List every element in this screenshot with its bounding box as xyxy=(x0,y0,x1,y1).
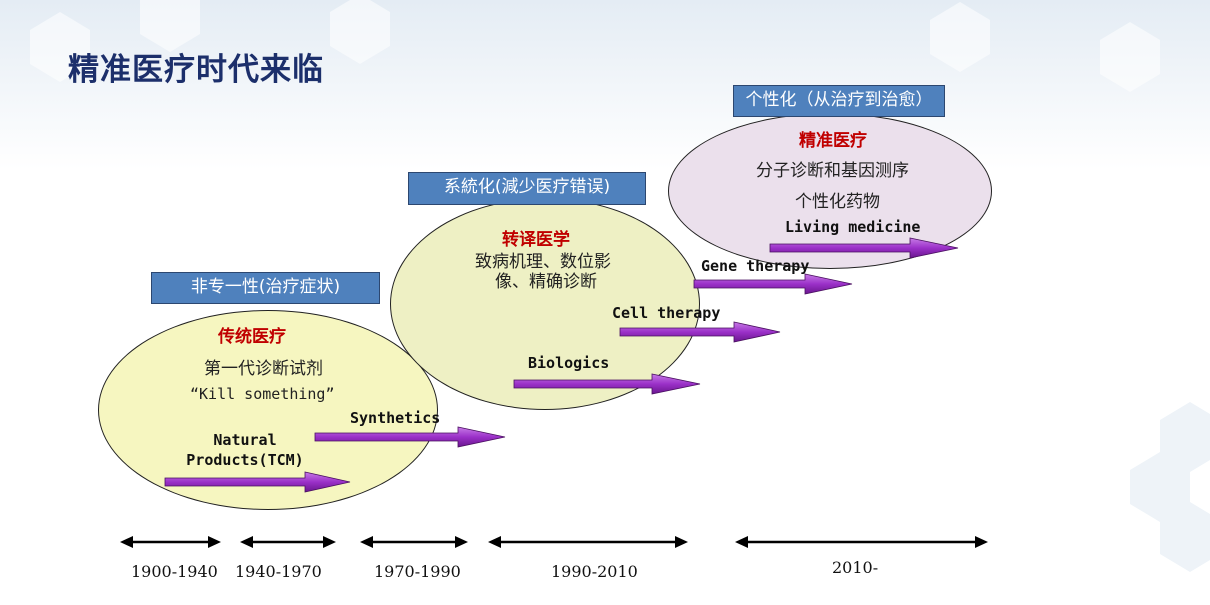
arrow-cell-therapy xyxy=(619,321,781,343)
timeline-arrow-1940-1970 xyxy=(240,536,336,548)
year-label-1970-1990: 1970-1990 xyxy=(374,562,461,581)
label-biologics: Biologics xyxy=(528,354,610,372)
label-synthetics: Synthetics xyxy=(350,409,441,427)
precision-line-1: 分子诊断和基因测序 xyxy=(756,161,909,181)
label-gene-therapy: Gene therapy xyxy=(701,257,810,275)
stage-name-precision: 精准医疗 xyxy=(799,131,867,151)
category-box-systematic: 系統化(減少医疗错误) xyxy=(408,172,646,205)
category-box-nonspecific: 非专一性(治疗症状) xyxy=(151,272,380,304)
arrow-biologics xyxy=(513,373,701,395)
timeline-arrow-1990-2010 xyxy=(488,536,688,548)
category-box-personalized: 个性化（从治疗到治愈） xyxy=(733,85,945,117)
stage-name-traditional: 传统医疗 xyxy=(218,327,286,347)
stage-name-translational: 转译医学 xyxy=(502,230,570,250)
traditional-line-2: “Kill something” xyxy=(190,385,335,403)
year-label-1900-1940: 1900-1940 xyxy=(131,562,218,581)
precision-line-2: 个性化药物 xyxy=(795,192,880,212)
translational-line-1: 致病机理、数位影 xyxy=(475,252,611,272)
year-label-1940-1970: 1940-1970 xyxy=(235,562,322,581)
traditional-medicine-ellipse xyxy=(98,310,438,510)
label-natural-products: Natural Products(TCM) xyxy=(186,431,304,469)
year-label-2010: 2010- xyxy=(832,558,879,577)
arrow-living-medicine xyxy=(769,237,959,259)
slide-title: 精准医疗时代来临 xyxy=(68,52,324,88)
arrow-natural-products xyxy=(164,471,351,493)
label-living-medicine: Living medicine xyxy=(785,218,921,236)
label-cell-therapy: Cell therapy xyxy=(612,304,721,322)
traditional-line-1: 第一代诊断试剂 xyxy=(204,359,323,379)
timeline-arrow-2010 xyxy=(735,536,988,548)
arrow-gene-therapy xyxy=(693,273,853,295)
arrow-synthetics xyxy=(314,426,506,448)
precision-medicine-ellipse xyxy=(668,113,992,269)
translational-medicine-ellipse xyxy=(390,198,700,410)
translational-line-2: 像、精确诊断 xyxy=(495,272,597,292)
timeline-arrow-1900-1940 xyxy=(120,536,221,548)
year-label-1990-2010: 1990-2010 xyxy=(551,562,638,581)
timeline-arrow-1970-1990 xyxy=(360,536,468,548)
